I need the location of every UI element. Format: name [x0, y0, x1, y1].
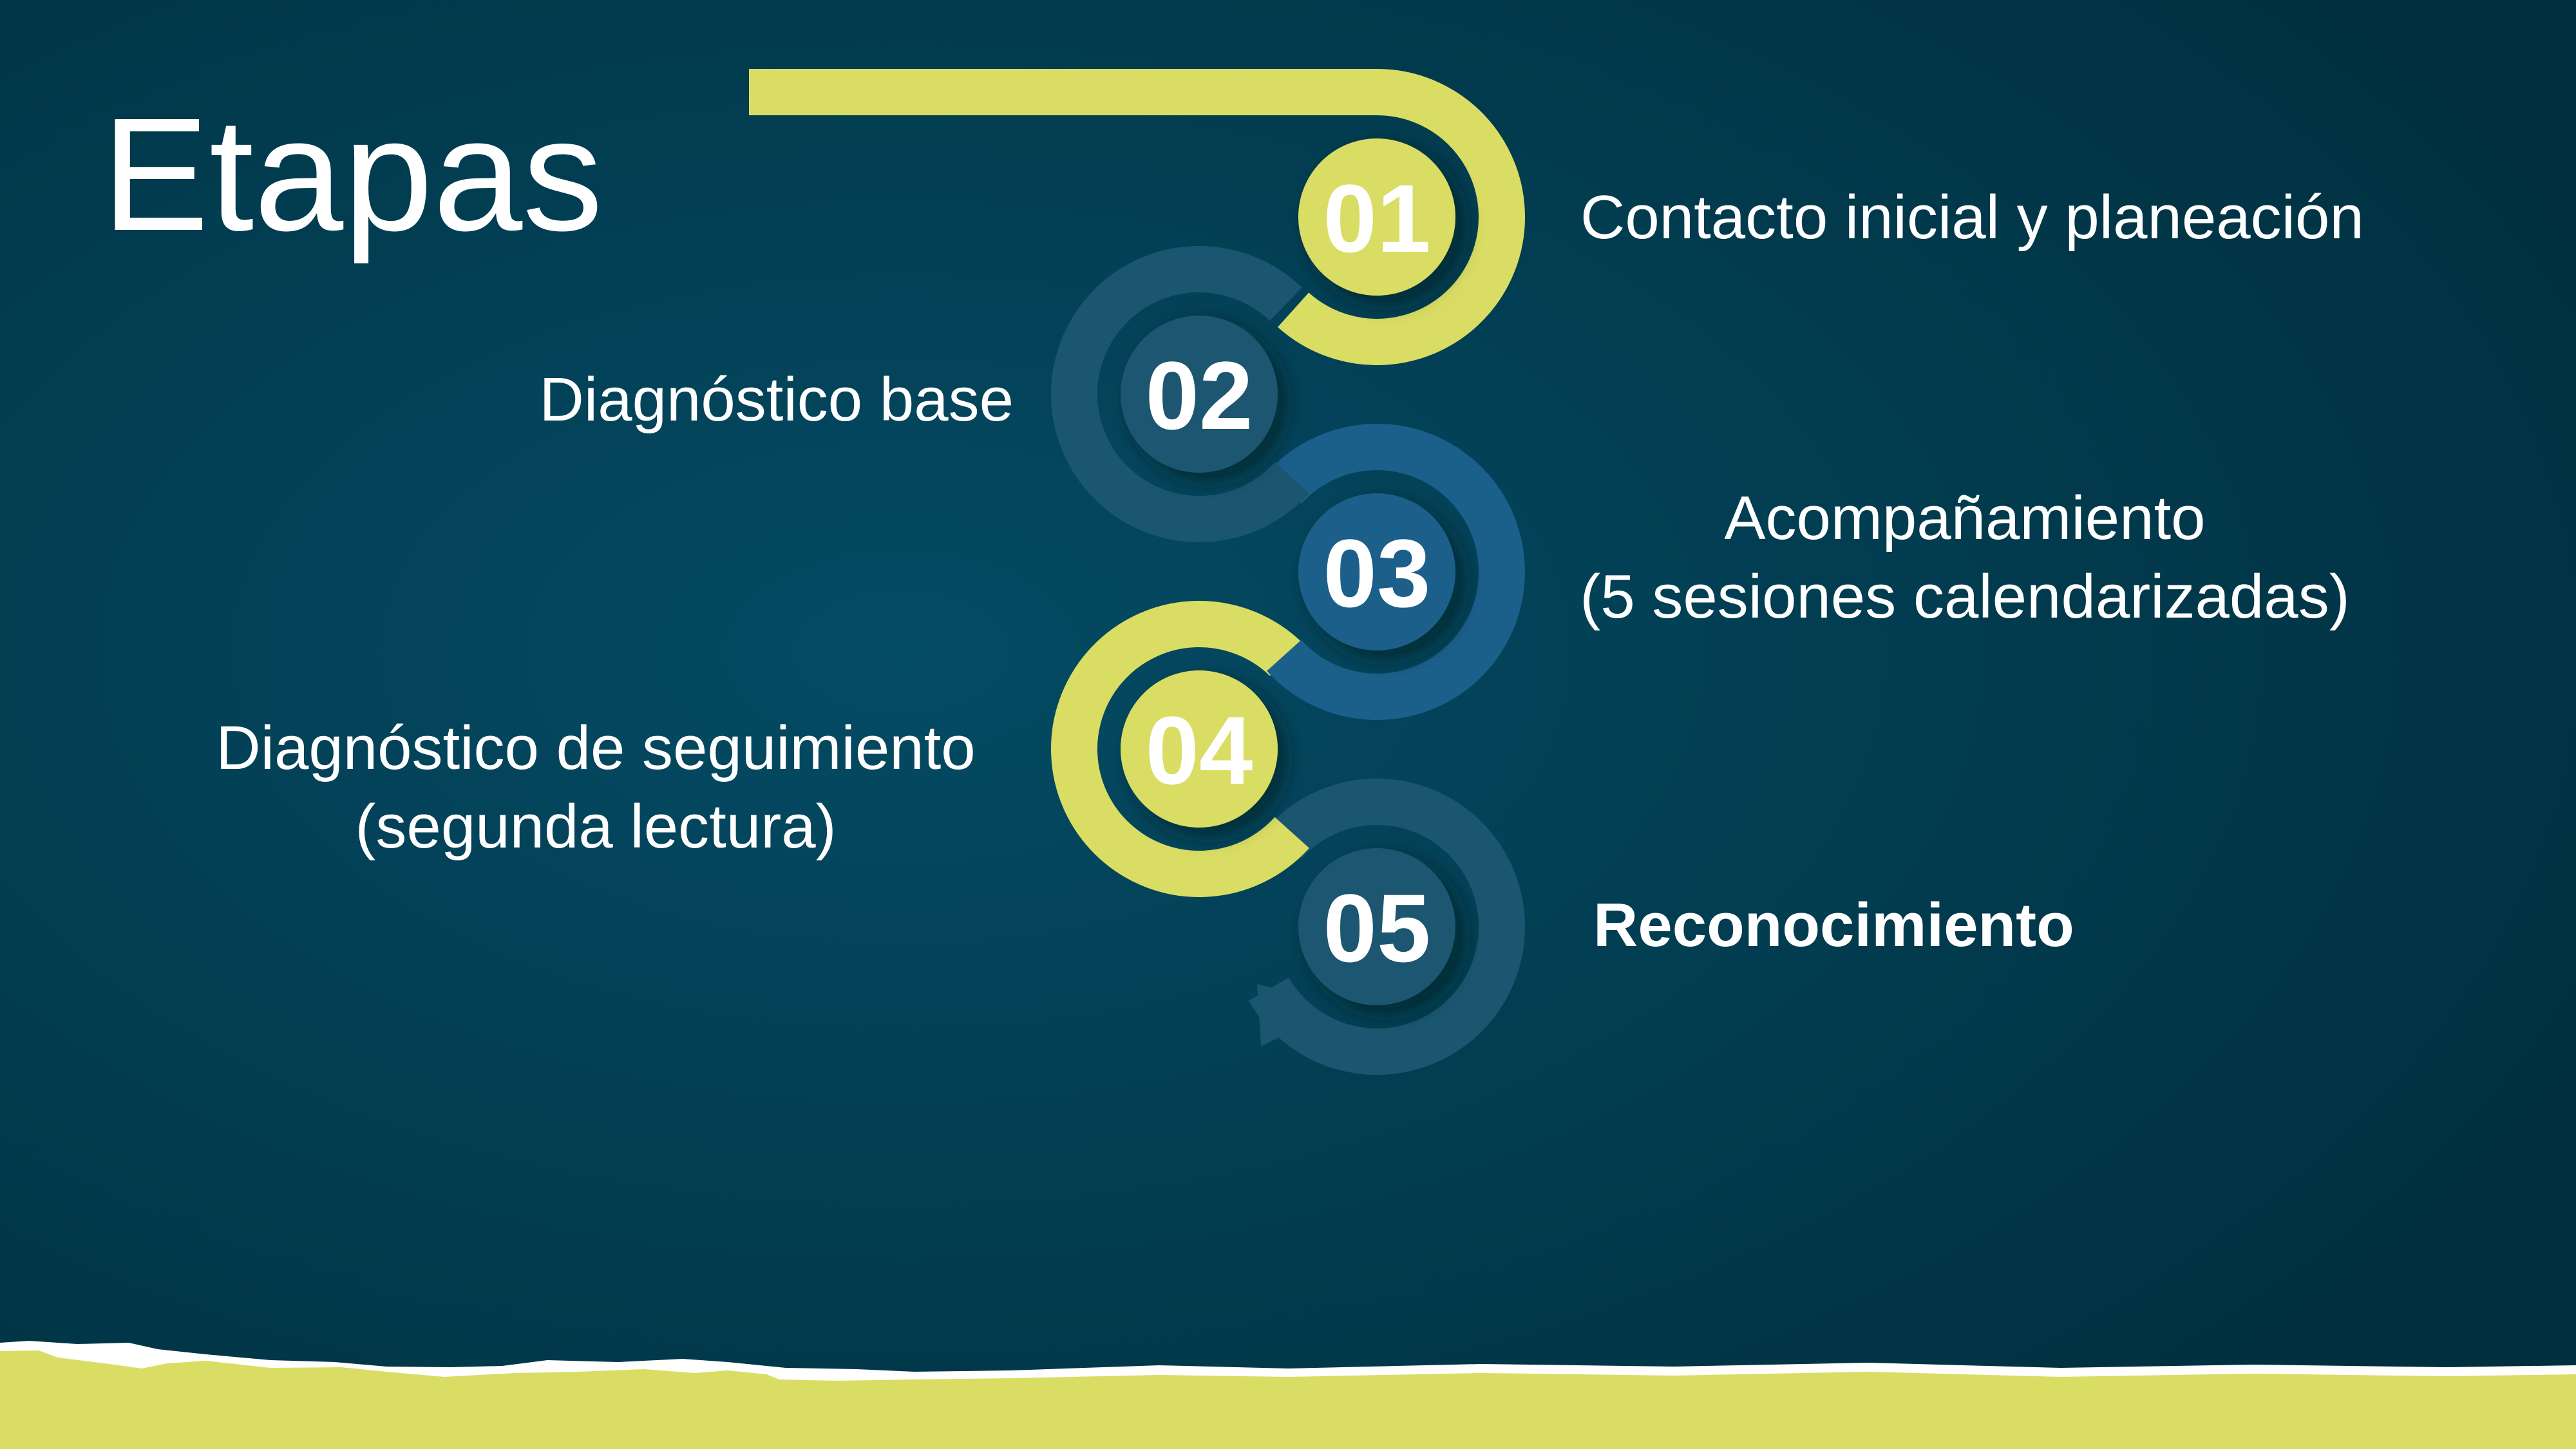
stage-ring: [1248, 779, 1525, 1075]
stage-disk: [1121, 316, 1278, 473]
stage-label: Diagnóstico de seguimiento: [216, 714, 975, 782]
stage-number: 01: [1323, 164, 1431, 272]
stage-number: 03: [1323, 519, 1431, 627]
arrowhead-icon: [1257, 984, 1302, 1046]
stage-04: 04: [1051, 601, 1309, 897]
stage-05: 05: [1248, 779, 1525, 1075]
stage-disk: [1298, 493, 1455, 650]
stage-label: Diagnóstico base: [540, 365, 1014, 434]
stage-disk: [1121, 670, 1278, 828]
stage-disk: [1298, 138, 1455, 296]
stage-label: Contacto inicial y planeación: [1580, 183, 2364, 252]
torn-paper-accent: [0, 1350, 2576, 1449]
stage-label: (segunda lectura): [355, 792, 836, 861]
stage-ring: [749, 69, 1525, 365]
stage-number: 05: [1323, 874, 1431, 982]
stage-03: 03: [1267, 424, 1525, 720]
stage-02: 02: [1051, 246, 1309, 542]
stage-ring: [1267, 424, 1525, 720]
stage-label: (5 sesiones calendarizadas): [1580, 562, 2349, 631]
stage-label: Acompañamiento: [1724, 484, 2205, 553]
stage-label: Reconocimiento: [1593, 891, 2074, 960]
stage-ring: [1051, 246, 1309, 542]
stage-number: 04: [1146, 696, 1253, 804]
stage-ring: [1051, 601, 1309, 897]
stage-number: 02: [1146, 341, 1253, 450]
page-title: Etapas: [102, 84, 603, 264]
stage-disk: [1298, 848, 1455, 1005]
stage-01: 01: [749, 69, 1525, 365]
